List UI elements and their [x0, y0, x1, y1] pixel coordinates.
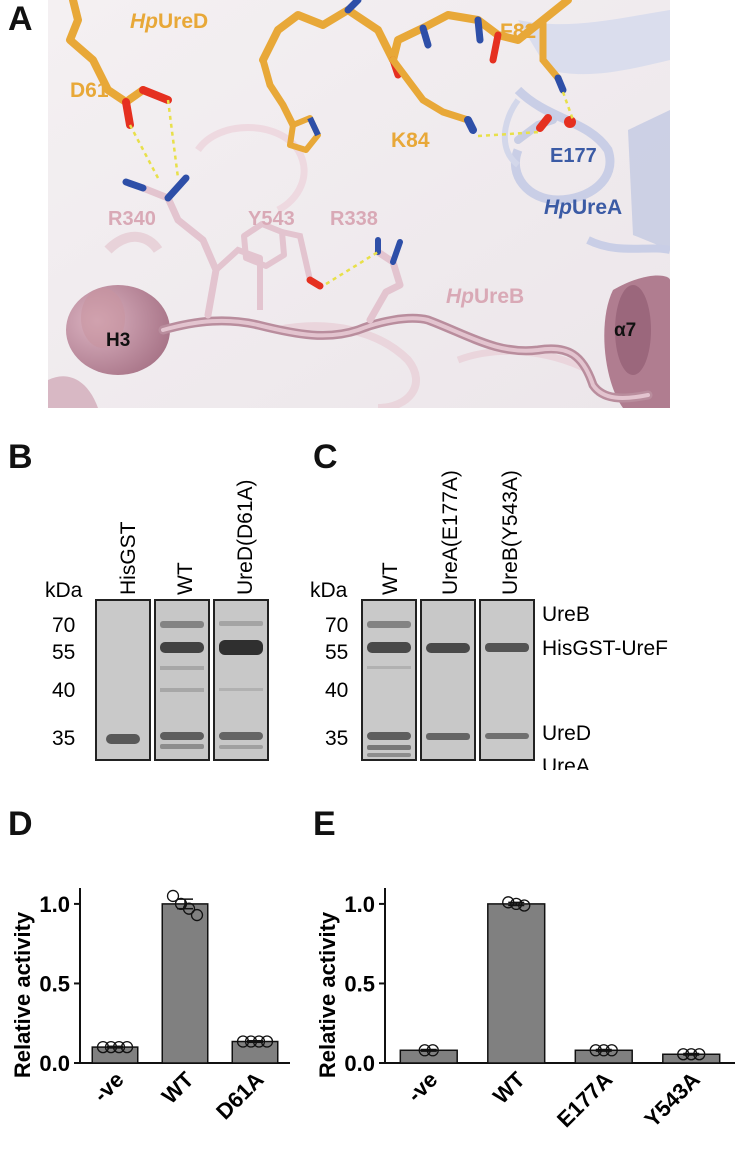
y-tick-label: 1.0 — [344, 892, 375, 917]
gel-b-marker: 40 — [52, 679, 75, 702]
label-hpurea: HpUreA — [544, 196, 622, 219]
data-point — [260, 1035, 274, 1048]
panel-label-c: C — [313, 438, 338, 476]
gel-b-lane — [95, 599, 151, 761]
data-point — [244, 1035, 258, 1048]
data-point — [589, 1044, 602, 1057]
data-point — [166, 889, 180, 903]
data-point — [190, 908, 204, 922]
gel-band — [160, 621, 204, 628]
label-hpured: HpUreD — [130, 10, 208, 33]
gel-band — [219, 732, 263, 740]
data-point — [120, 1040, 134, 1054]
label-alpha7: α7 — [614, 320, 636, 341]
label-d61: D61 — [70, 79, 109, 102]
y-tick-label: 0.5 — [344, 971, 375, 996]
gel-c-marker: 55 — [325, 641, 348, 664]
gel-b-kda-label: kDa — [45, 579, 83, 602]
x-tick-label: Y543A — [640, 1067, 705, 1132]
gel-band — [367, 642, 411, 653]
panel-label-b: B — [8, 438, 33, 476]
bar — [399, 1049, 458, 1064]
gel-c-marker: 40 — [325, 679, 348, 702]
gel-c-band-label: UreD — [542, 722, 591, 745]
gel-c-marker: 70 — [325, 614, 348, 637]
gel-band — [426, 733, 470, 740]
data-point — [418, 1044, 431, 1057]
gel-band — [106, 734, 140, 744]
bar — [487, 903, 546, 1064]
label-e177: E177 — [550, 145, 597, 167]
gel-c-band-label: UreA — [542, 755, 590, 770]
label-hpureb: HpUreB — [446, 285, 524, 308]
panel-label-a: A — [8, 0, 33, 38]
gel-c-lane-label: UreB(Y543A) — [499, 470, 522, 595]
x-tick-label: -ve — [88, 1067, 128, 1107]
data-point — [252, 1035, 266, 1048]
gel-c: WT UreA(E177A) UreB(Y543A) kDa 70 55 40 … — [310, 470, 668, 770]
data-point — [597, 1044, 610, 1057]
x-tick-label: -ve — [402, 1067, 442, 1107]
data-point — [605, 1044, 618, 1057]
data-point — [96, 1040, 110, 1054]
data-point — [685, 1048, 698, 1061]
x-tick-label: WT — [488, 1066, 530, 1108]
gel-b-marker: 35 — [52, 727, 75, 750]
gel-c-marker: 35 — [325, 727, 348, 750]
label-f82: F82 — [500, 20, 536, 43]
y-axis-label: Relative activity — [315, 911, 340, 1078]
label-r340: R340 — [108, 208, 156, 230]
data-point — [104, 1040, 118, 1054]
data-point — [426, 1044, 439, 1057]
gel-b-marker: 70 — [52, 614, 75, 637]
label-r338: R338 — [330, 208, 378, 230]
gel-b: HisGST WT UreD(D61A) kDa 70 55 40 35 — [45, 479, 269, 761]
y-axis-label: Relative activity — [10, 911, 35, 1078]
data-point — [510, 897, 523, 911]
bar-chart-d: Relative activity 0.0 0.5 1.0 -ve WT D61A — [10, 888, 290, 1125]
gel-band — [485, 733, 529, 739]
y-tick-label: 0.0 — [39, 1051, 70, 1076]
label-k84: K84 — [391, 129, 430, 152]
bar — [574, 1049, 633, 1064]
gel-b-lane-label: UreD(D61A) — [234, 479, 257, 595]
gel-band — [485, 643, 529, 652]
gel-band — [367, 732, 411, 740]
data-point — [518, 899, 531, 912]
x-tick-label: E177A — [552, 1067, 617, 1132]
gel-c-lane-label: WT — [379, 562, 402, 595]
bar — [161, 903, 209, 1064]
gel-c-band-label: UreB — [542, 603, 590, 626]
data-point — [693, 1048, 706, 1061]
data-point — [236, 1035, 250, 1048]
data-point — [677, 1048, 690, 1061]
gel-b-lane-label: WT — [174, 562, 197, 595]
panel-label-d: D — [8, 805, 33, 843]
bar — [91, 1046, 139, 1064]
label-y543: Y543 — [248, 208, 295, 230]
gel-c-band-label: HisGST-UreF — [542, 637, 668, 660]
x-tick-label: D61A — [211, 1067, 269, 1125]
gel-band — [426, 643, 470, 653]
panel-label-e: E — [313, 805, 336, 843]
y-tick-label: 0.5 — [39, 971, 70, 996]
gel-c-lane-label: UreA(E177A) — [439, 470, 462, 595]
bar-chart-e: Relative activity 0.0 0.5 1.0 -ve WT E177A Y54… — [315, 888, 735, 1132]
data-point — [182, 902, 196, 915]
data-point — [112, 1040, 126, 1054]
gel-b-marker: 55 — [52, 641, 75, 664]
data-point — [502, 896, 515, 909]
label-h3: H3 — [106, 330, 130, 351]
y-tick-label: 0.0 — [344, 1051, 375, 1076]
gel-band — [160, 642, 204, 653]
gel-b-lane-label: HisGST — [117, 521, 140, 595]
gel-c-kda-label: kDa — [310, 579, 348, 602]
x-tick-label: WT — [157, 1066, 199, 1108]
gel-band — [160, 732, 204, 740]
gel-band — [219, 640, 263, 655]
y-tick-label: 1.0 — [39, 892, 70, 917]
protein-structure-image: HpUreD D61 F82 K84 E177 HpUreA R340 Y543… — [48, 0, 670, 408]
